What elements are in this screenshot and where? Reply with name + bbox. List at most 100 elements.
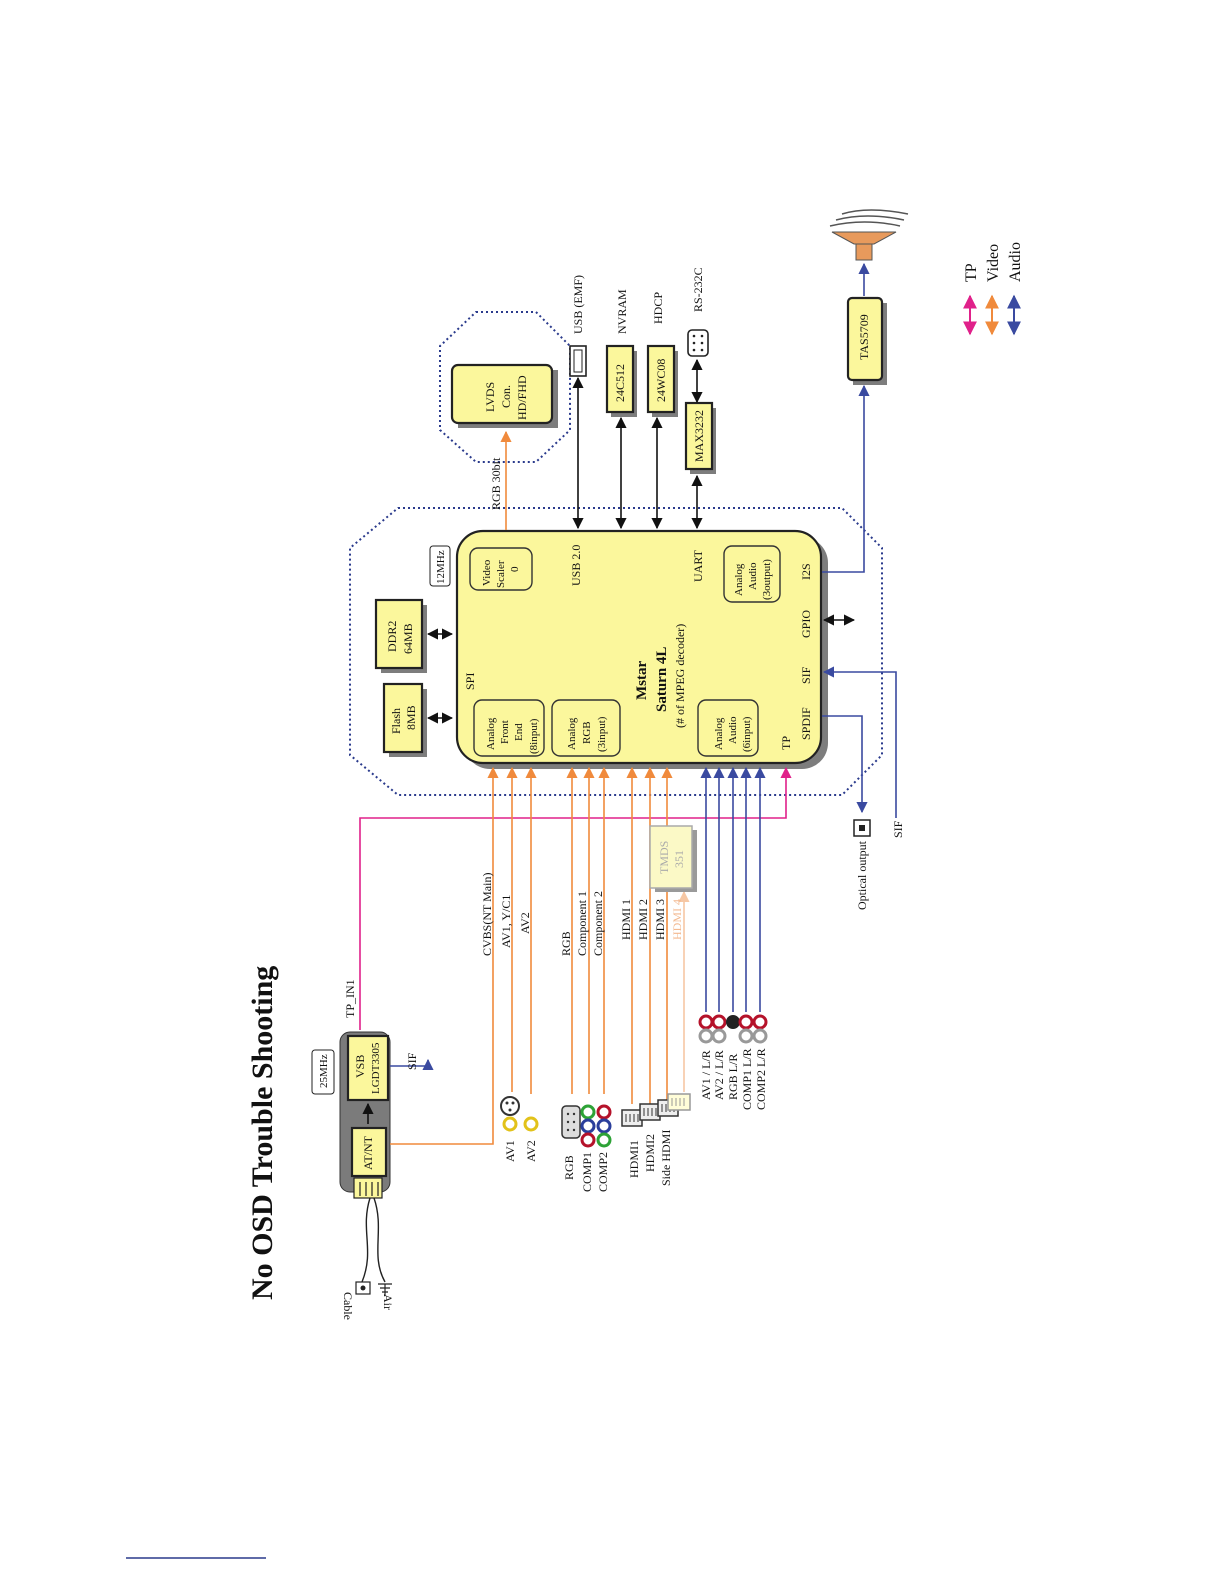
tmds-line-1: TMDS — [657, 841, 671, 874]
hdcp-block: 24WC08 — [646, 344, 678, 417]
ddr-line-2: 64MB — [401, 623, 415, 654]
input-rgb: RGB — [559, 931, 573, 956]
conn-comp1: COMP1 — [580, 1152, 594, 1192]
analog-audio-in-block: Analog Audio (6input) — [697, 699, 759, 757]
aao-line-3: (3output) — [761, 559, 773, 600]
input-hdmi3: HDMI 3 — [653, 899, 667, 940]
lvds-frame — [439, 311, 571, 463]
analog-front-end-block: Analog Front End (8input) — [473, 699, 545, 757]
sif-in-label: SIF — [891, 820, 905, 838]
legend-audio-label: Audio — [1007, 242, 1024, 282]
lvds-line-3: HD/FHD — [515, 375, 529, 420]
tuner-module: AT/NT VSB LGDT3305 — [339, 1031, 391, 1199]
conn-rgb: RGB — [562, 1155, 576, 1180]
cvbs-line — [390, 766, 499, 1145]
page-title: No OSD Trouble Shooting — [246, 966, 279, 1300]
aai-line-1: Analog — [713, 717, 725, 750]
tuner-sif-arrow — [390, 1058, 434, 1071]
input-cvbs: CVBS(NT Main) — [480, 873, 494, 956]
analog-rgb-block: Analog RGB (3input) — [551, 699, 621, 757]
aao-line-1: Analog — [733, 563, 745, 596]
max3232-label: MAX3232 — [692, 410, 706, 462]
port-i2s: I2S — [799, 563, 813, 580]
rgb-bus-label: RGB 30bit — [489, 457, 503, 510]
argb-line-2: RGB — [581, 721, 593, 744]
analog-audio-out-block: Analog Audio (3output) — [723, 545, 781, 603]
hdcp-chip-label: 24WC08 — [654, 359, 668, 402]
lvds-line-1: LVDS — [483, 382, 497, 412]
aai-line-3: (6input) — [741, 716, 753, 752]
lvds-block: LVDS Con. HD/FHD — [450, 363, 558, 428]
vs-line-2: Scaler — [495, 560, 507, 588]
chip-name: Mstar — [634, 661, 650, 700]
aao-line-2: Audio — [747, 562, 759, 590]
port-spi: SPI — [463, 673, 477, 690]
audio-conn-comp1: COMP1 L/R — [740, 1048, 754, 1110]
flash-block: Flash 8MB — [382, 682, 427, 757]
hdmi-connectors-icon — [621, 1093, 691, 1127]
nvram-block: 24C512 — [605, 344, 637, 417]
port-tp: TP — [779, 736, 793, 750]
crystal-main-label: 12MHz — [435, 550, 447, 584]
input-hdmi2: HDMI 2 — [636, 899, 650, 940]
chip-model: Saturn 4L — [654, 647, 670, 712]
tuner-vsb-2: LGDT3305 — [370, 1042, 382, 1094]
nvram-chip-label: 24C512 — [613, 364, 627, 402]
input-hdmi1: HDMI 1 — [619, 899, 633, 940]
audio-conn-rgb: RGB L/R — [726, 1054, 740, 1100]
conn-hdmi2: HDMI2 — [643, 1134, 657, 1172]
input-av1: AV1, Y/C1 — [499, 895, 513, 948]
crystal-main — [429, 545, 451, 587]
vs-line-3: 0 — [509, 566, 521, 572]
port-spdif: SPDIF — [799, 707, 813, 740]
tuner-atnt: AT/NT — [361, 1135, 375, 1170]
input-comp2: Component 2 — [591, 891, 605, 956]
input-av2: AV2 — [518, 912, 532, 934]
audio-jacks-icon — [698, 1014, 768, 1044]
hdcp-label: HDCP — [651, 292, 665, 324]
legend: TP Video Audio — [963, 242, 1024, 336]
antenna-cable-line — [361, 1197, 371, 1283]
antenna-air-line — [373, 1197, 386, 1283]
antenna-cable-label: Cable — [341, 1292, 355, 1320]
av-connectors-icon — [500, 1096, 539, 1132]
tmds-line-2: 351 — [672, 850, 686, 868]
optical-output-label: Optical output — [855, 840, 869, 910]
ddr-block: DDR2 64MB — [374, 598, 427, 673]
usb-emf-label: USB (EMF) — [571, 275, 585, 334]
afe-line-2: Front — [499, 720, 511, 744]
conn-av1: AV1 — [503, 1140, 517, 1162]
sif-in-line — [822, 666, 897, 818]
air-antenna-icon — [378, 1283, 392, 1296]
afe-line-3: End — [513, 723, 525, 741]
vs-line-1: Video — [481, 559, 493, 586]
speaker-icon — [829, 209, 909, 261]
antenna-air-label: Air — [381, 1294, 395, 1310]
flash-line-2: 8MB — [404, 705, 418, 730]
rgb-comp-connectors-icon — [561, 1104, 612, 1148]
video-scaler-block: Video Scaler 0 — [469, 547, 533, 591]
max3232-block: MAX3232 — [684, 401, 716, 474]
aai-line-2: Audio — [727, 716, 739, 744]
audio-conn-av2: AV2 / L/R — [712, 1050, 726, 1100]
tuner-sif-label: SIF — [405, 1052, 419, 1070]
afe-line-1: Analog — [485, 717, 497, 750]
input-comp1: Component 1 — [575, 891, 589, 956]
port-usb: USB 2.0 — [569, 545, 583, 586]
argb-line-3: (3input) — [596, 716, 608, 752]
i2s-line — [822, 384, 870, 573]
rs232-connector-icon — [687, 329, 709, 357]
conn-hdmi1: HDMI1 — [627, 1140, 641, 1178]
audio-conn-comp2: COMP2 L/R — [754, 1048, 768, 1110]
afe-line-4: (8input) — [528, 718, 540, 754]
port-sif: SIF — [799, 666, 813, 684]
tp-in-label: TP_IN1 — [343, 979, 357, 1018]
argb-line-1: Analog — [566, 717, 578, 750]
conn-side-hdmi: Side HDMI — [659, 1130, 673, 1186]
legend-video-label: Video — [985, 244, 1002, 282]
audio-conn-av1: AV1 / L/R — [699, 1050, 713, 1100]
rs232-label: RS-232C — [691, 267, 705, 312]
conn-comp2: COMP2 — [596, 1152, 610, 1192]
spdif-line — [822, 715, 868, 814]
